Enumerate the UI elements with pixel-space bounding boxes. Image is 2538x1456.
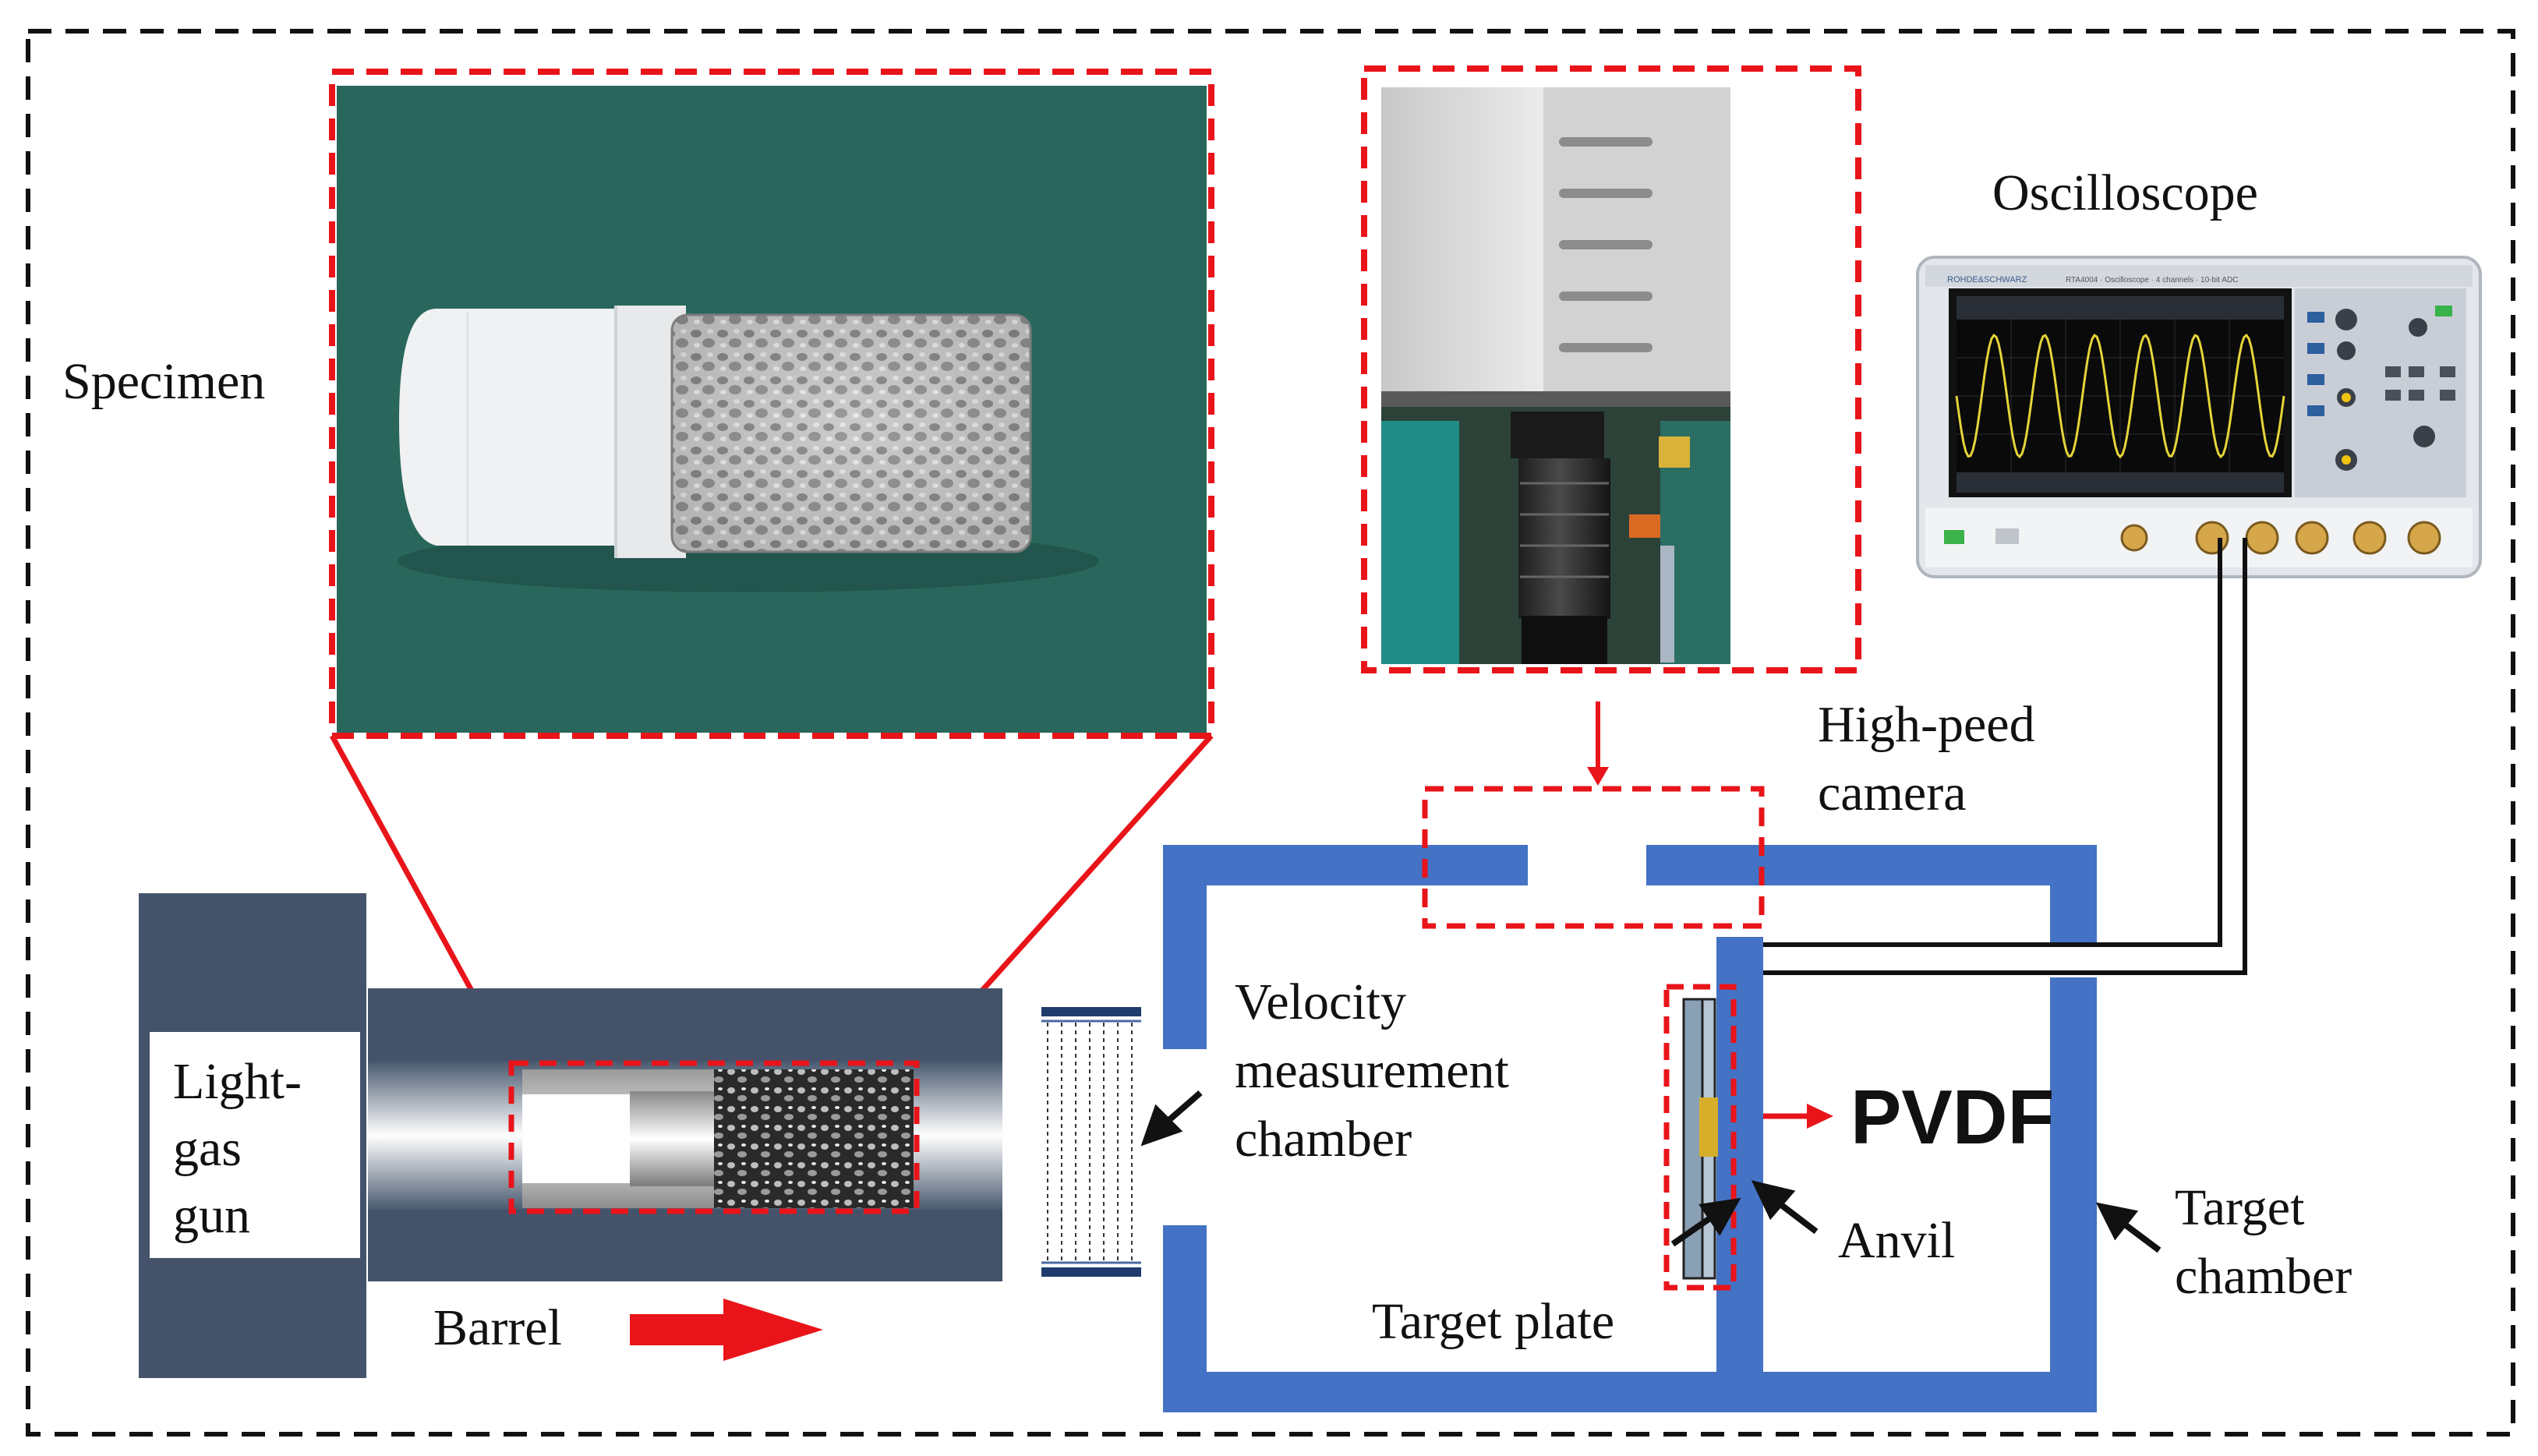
signal-cables	[1763, 538, 2247, 975]
projectile-callout-box	[508, 1060, 920, 1214]
gun-label-line2: gas	[173, 1120, 242, 1177]
specimen-photo	[337, 86, 1207, 733]
target-plate-label: Target plate	[1372, 1293, 1615, 1350]
specimen-label: Specimen	[62, 353, 266, 410]
oscilloscope-brand: ROHDE&SCHWARZ	[1947, 275, 2027, 284]
camera-label-line1: High-peed	[1818, 696, 2035, 753]
chamber-walls	[1163, 845, 2097, 1412]
oscilloscope-device	[1916, 256, 2482, 578]
pvdf-label: PVDF	[1850, 1074, 2055, 1160]
velocity-label-line3: chamber	[1235, 1111, 1412, 1168]
camera-pointer	[1587, 701, 1609, 786]
gun-label-box	[150, 1032, 360, 1258]
specimen-callout-box	[329, 69, 1214, 739]
oscilloscope-label: Oscilloscope	[1992, 164, 2258, 221]
camera-label-line2: camera	[1818, 765, 1967, 822]
camera-callout-box	[1361, 65, 1861, 673]
velocity-arrow	[1140, 1090, 1203, 1147]
gun-label-line3: gun	[173, 1187, 250, 1244]
anvil-label: Anvil	[1838, 1212, 1956, 1269]
oscilloscope-model: RTA4004 · Oscilloscope · 4 channels · 10…	[2066, 276, 2238, 284]
velocity-sensor-grid	[1041, 1007, 1141, 1277]
target-chamber-label-line1: Target	[2175, 1179, 2305, 1236]
barrel-label: Barrel	[433, 1299, 562, 1356]
target-callout-box	[1663, 984, 1737, 1291]
velocity-label-line1: Velocity	[1235, 974, 1406, 1030]
velocity-label-line2: measurement	[1235, 1042, 1509, 1099]
target-chamber-label-line2: chamber	[2175, 1248, 2352, 1305]
gun-label-line1: Light-	[173, 1053, 302, 1110]
anvil-arrow	[1751, 1180, 1819, 1235]
motion-arrow	[630, 1299, 823, 1361]
projectile	[522, 1069, 914, 1208]
outer-frame	[26, 29, 2515, 1437]
target-chamber-arrow	[2095, 1202, 2162, 1253]
target-plate-arrow	[1670, 1197, 1741, 1247]
camera-photo	[1381, 87, 1730, 664]
pvdf-arrow	[1763, 1104, 1833, 1129]
